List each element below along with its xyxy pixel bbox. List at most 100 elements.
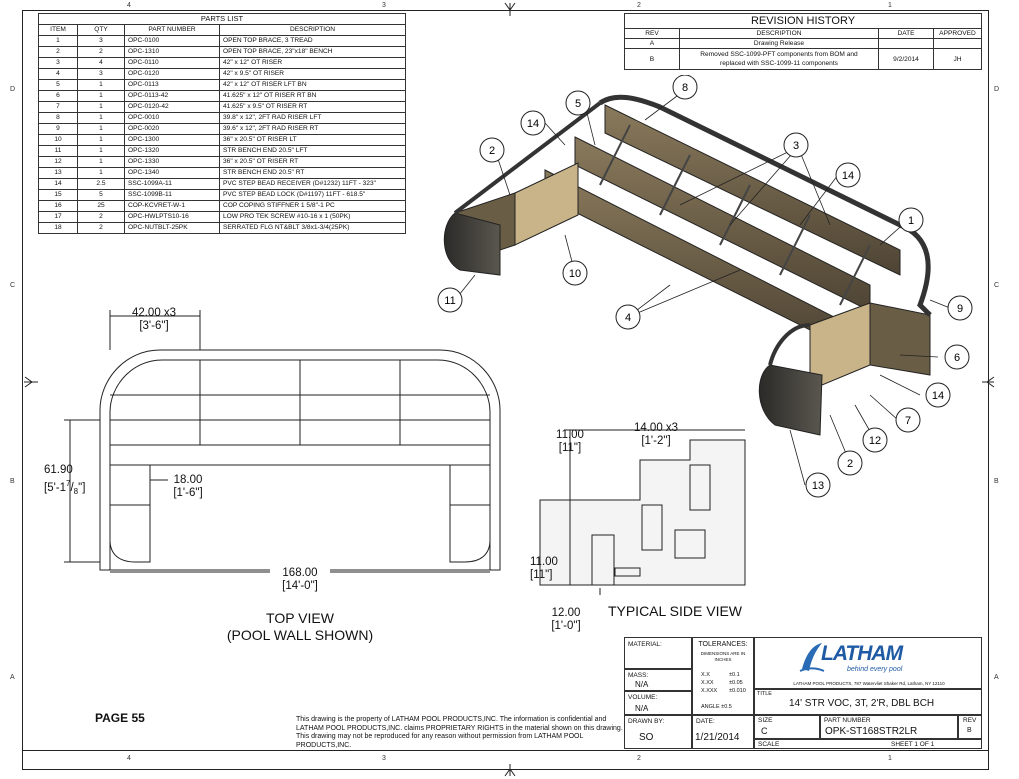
zone-right-a: A: [994, 674, 999, 681]
parts-cell-part-number: OPC-1330: [124, 156, 220, 168]
balloon-number: 12: [869, 435, 881, 447]
parts-cell-description: STR BENCH END 20.5" LFT: [219, 145, 406, 157]
parts-cell-description: LOW PRO TEK SCREW #10-16 x 1 (50PK): [219, 211, 406, 223]
side-view-dim-rise-top: 11.00 [11"]: [530, 429, 610, 455]
top-view-dim-width: 42.00 x3 [3'-6"]: [108, 307, 200, 333]
parts-cell-part-number: OPC-0120-42: [124, 101, 220, 113]
tb-value: C: [761, 726, 768, 736]
tb-tolerance-value: ±0.010: [729, 688, 746, 694]
parts-cell-item: 14: [38, 178, 78, 190]
balloon-circle: [565, 90, 591, 116]
rev-row-approved: [933, 38, 982, 49]
item-balloon: 7: [895, 407, 921, 433]
parts-cell-part-number: OPC-0113-42: [124, 90, 220, 102]
tb-label: DRAWN BY:: [628, 718, 665, 725]
tb-rev-cell: REV B: [958, 715, 982, 739]
parts-cell-item: 9: [38, 123, 78, 135]
item-balloon: 5: [565, 90, 591, 116]
rev-row-description-line: replaced with SSC-1099-11 components: [720, 60, 838, 67]
tb-label: VOLUME:: [628, 694, 658, 701]
balloon-circle: [437, 287, 463, 313]
parts-cell-part-number: OPC-0100: [124, 35, 220, 47]
tb-value: N/A: [635, 704, 649, 713]
parts-cell-description: STR BENCH END 20.5" RT: [219, 167, 406, 179]
balloon-circle: [837, 450, 863, 476]
balloon-number: 13: [812, 480, 824, 492]
view-title: TOP VIEW: [266, 610, 334, 626]
rev-row-description-line: Removed SSC-1099-PFT components from BOM…: [700, 51, 858, 58]
parts-cell-item: 6: [38, 90, 78, 102]
balloon-number: 1: [908, 215, 914, 227]
parts-cell-qty: 1: [77, 167, 125, 179]
balloon-number: 9: [957, 303, 963, 315]
dim-value: [1'-2"]: [641, 435, 671, 447]
balloon-circle: [835, 162, 861, 188]
zone-top-4: 4: [127, 2, 131, 9]
zone-bottom-1: 1: [888, 755, 892, 762]
item-balloon: 13: [805, 472, 831, 498]
tb-label: DATE:: [696, 718, 715, 725]
balloon-number: 6: [954, 352, 960, 364]
balloon-circle: [947, 295, 973, 321]
zone-bottom-3: 3: [382, 755, 386, 762]
balloon-number: 10: [569, 268, 581, 280]
rev-header-date: DATE: [878, 28, 934, 39]
balloon-circle: [520, 110, 546, 136]
parts-cell-part-number: SSC-1099A-11: [124, 178, 220, 190]
dim-value: "]: [78, 481, 86, 494]
rev-row-date: 9/2/2014: [878, 48, 934, 70]
parts-cell-description: PVC STEP BEAD LOCK (D#1197) 11FT - 618.5…: [219, 189, 406, 201]
dim-value: [5'-1: [44, 481, 67, 494]
top-view-dim-height: 61.90 [5'-17/8"]: [44, 464, 104, 498]
balloon-circle: [562, 260, 588, 286]
tb-volume-cell: VOLUME: N/A: [624, 691, 692, 715]
dim-fraction-num: 7: [66, 479, 71, 488]
dim-value: 168.00: [282, 567, 318, 579]
balloon-number: 3: [793, 140, 799, 152]
parts-cell-qty: 1: [77, 123, 125, 135]
top-view-dim-total: 168.00 [14'-0"]: [270, 567, 330, 593]
item-balloon: 14: [835, 162, 861, 188]
balloon-circle: [944, 344, 970, 370]
zone-left-c: C: [10, 282, 16, 289]
balloon-number: 8: [682, 82, 688, 94]
rev-row-rev: B: [624, 48, 680, 70]
parts-cell-qty: 2: [77, 222, 125, 234]
parts-cell-qty: 5: [77, 189, 125, 201]
parts-cell-description: 36" x 20.5" OT RISER RT: [219, 156, 406, 168]
parts-cell-part-number: OPC-1300: [124, 134, 220, 146]
rev-header-approved: APPROVED: [933, 28, 982, 39]
rev-row-description: Removed SSC-1099-PFT components from BOM…: [679, 48, 879, 70]
tb-label: SCALE: [758, 741, 780, 748]
zone-bottom-2: 2: [637, 755, 641, 762]
rev-row-date: [878, 38, 934, 49]
parts-cell-item: 4: [38, 68, 78, 80]
parts-cell-item: 17: [38, 211, 78, 223]
parts-cell-qty: 3: [77, 35, 125, 47]
tb-label: TOLERANCES:: [698, 641, 748, 648]
top-view-drawing: [64, 310, 501, 573]
zone-top-1: 1: [888, 2, 892, 9]
balloon-circle: [805, 472, 831, 498]
parts-header-qty: QTY: [77, 24, 125, 36]
dim-value: 11.00: [556, 429, 584, 441]
tb-material-cell: MATERIAL:: [624, 637, 692, 669]
dim-value: [1'-6"]: [173, 487, 203, 499]
dim-value-mixed: [5'-17/8"]: [44, 479, 86, 497]
rev-row: B Removed SSC-1099-PFT components from B…: [624, 48, 982, 70]
side-view-dim-tread: 14.00 x3 [1'-2"]: [626, 422, 686, 448]
parts-list-title: PARTS LIST: [38, 13, 406, 25]
balloon-number: 2: [489, 145, 495, 157]
side-view-dim-rise-bottom: 11.00 [11"]: [530, 556, 560, 582]
title-block: MATERIAL: MASS: N/A VOLUME: N/A TOLERANC…: [624, 637, 982, 749]
tb-tolerance-value: ±0.05: [729, 680, 743, 686]
